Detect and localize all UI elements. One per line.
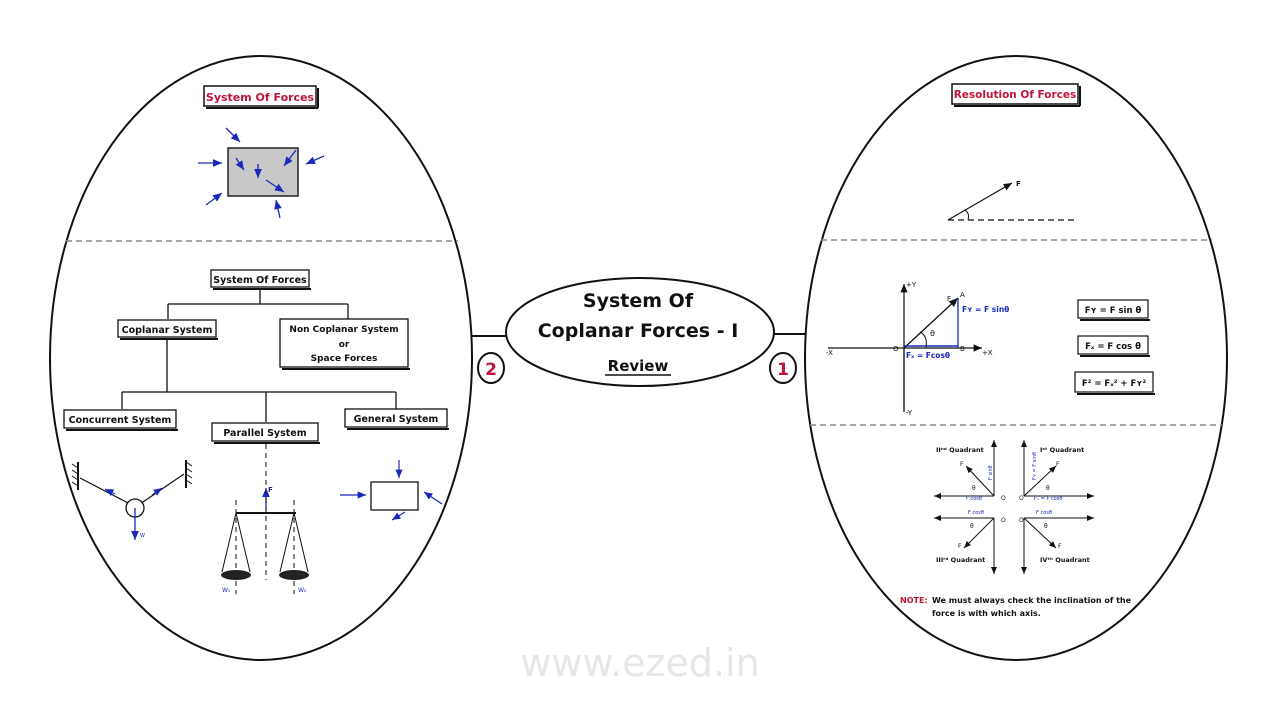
svg-text:General System: General System	[354, 414, 439, 425]
svg-text:+X: +X	[982, 349, 993, 357]
non-coplanar-system-box: Non Coplanar System or Space Forces	[279, 318, 410, 370]
svg-text:Fʏ = F sinθ: Fʏ = F sinθ	[962, 305, 1009, 314]
svg-text:F: F	[958, 543, 962, 550]
svg-text:Fʏ = F sinθ: Fʏ = F sinθ	[1032, 452, 1038, 480]
svg-text:W₁: W₁	[222, 587, 231, 594]
svg-text:W₂: W₂	[298, 587, 307, 594]
force-resolution-axes: +Y -Y +X -X O A B F θ Fʏ = F sinθ Fₓ = F…	[826, 281, 1009, 417]
equation-fy: Fʏ = F sin θ	[1077, 299, 1150, 321]
svg-text:Parallel System: Parallel System	[223, 428, 306, 439]
svg-text:W: W	[140, 533, 145, 539]
balance-figure: F W₁ W₂	[221, 444, 309, 594]
svg-text:Coplanar System: Coplanar System	[122, 325, 213, 336]
svg-text:Concurrent System: Concurrent System	[69, 415, 172, 426]
svg-text:O: O	[1019, 495, 1024, 502]
svg-text:O: O	[1019, 517, 1024, 524]
left-panel: System Of Forces System Of Forces	[49, 55, 473, 661]
svg-text:θ: θ	[1046, 485, 1050, 492]
svg-text:F: F	[947, 295, 951, 303]
equation-fx: Fₓ = F cos θ	[1077, 335, 1150, 357]
inclined-force-figure: F	[947, 180, 1078, 221]
svg-text:NOTE:: NOTE:	[900, 596, 928, 605]
svg-text:Space Forces: Space Forces	[311, 354, 378, 364]
svg-text:F cosθ: F cosθ	[1036, 510, 1052, 516]
concurrent-system-box: Concurrent System	[63, 409, 178, 431]
note: NOTE: We must always check the inclinati…	[900, 596, 1132, 618]
parallel-system-box: Parallel System	[211, 422, 320, 444]
svg-text:Fₓ = F cos θ: Fₓ = F cos θ	[1085, 342, 1141, 352]
svg-text:F² = Fₓ² + Fʏ²: F² = Fₓ² + Fʏ²	[1082, 379, 1147, 389]
svg-text:IIⁿᵈ Quadrant: IIⁿᵈ Quadrant	[936, 446, 984, 454]
svg-text:F cosθ: F cosθ	[966, 496, 982, 502]
concurrent-figure: W	[71, 460, 193, 540]
svg-text:System Of Forces: System Of Forces	[213, 275, 307, 286]
svg-text:F: F	[1056, 461, 1060, 468]
svg-text:1: 1	[777, 360, 789, 380]
badge-1: 1	[769, 352, 797, 384]
svg-text:2: 2	[485, 360, 497, 380]
svg-text:Resolution Of Forces: Resolution Of Forces	[954, 89, 1077, 101]
forces-on-body-figure	[198, 127, 325, 219]
svg-text:System Of Forces: System Of Forces	[206, 91, 315, 104]
svg-text:F: F	[268, 486, 273, 494]
right-panel: Resolution Of Forces F +Y -Y +X -X O A B…	[804, 55, 1228, 661]
badge-2: 2	[477, 352, 505, 384]
central-topic: System Of Coplanar Forces - I Review	[505, 277, 775, 387]
svg-text:Iˢᵗ Quadrant: Iˢᵗ Quadrant	[1040, 446, 1084, 454]
resolution-of-forces-label: Resolution Of Forces	[951, 83, 1081, 107]
svg-text:force is with which axis.: force is with which axis.	[932, 609, 1041, 618]
general-system-box: General System	[344, 408, 449, 430]
svg-text:Fₓ = F cosθ: Fₓ = F cosθ	[1034, 496, 1062, 502]
svg-text:θ: θ	[970, 523, 974, 530]
svg-text:θ: θ	[1044, 523, 1048, 530]
svg-text:O: O	[1001, 517, 1006, 524]
svg-text:-Y: -Y	[906, 409, 913, 417]
svg-text:IVᵗʰ Quadrant: IVᵗʰ Quadrant	[1040, 556, 1090, 564]
svg-text:O: O	[893, 345, 899, 353]
svg-text:F cosθ: F cosθ	[968, 510, 984, 516]
watermark: www.ezed.in	[520, 641, 759, 685]
svg-text:B: B	[960, 345, 965, 353]
svg-text:Fₓ = Fcosθ: Fₓ = Fcosθ	[906, 351, 950, 360]
coplanar-system-box: Coplanar System	[117, 319, 218, 340]
system-of-forces-label: System Of Forces	[203, 85, 319, 109]
svg-text:F: F	[1058, 543, 1062, 550]
svg-text:A: A	[960, 291, 965, 299]
svg-text:F: F	[960, 461, 964, 468]
svg-text:-X: -X	[826, 349, 833, 357]
equation-resultant: F² = Fₓ² + Fʏ²	[1074, 371, 1155, 395]
svg-text:O: O	[1001, 495, 1006, 502]
center-subtitle: Review	[608, 357, 669, 375]
svg-text:F sinθ: F sinθ	[988, 465, 994, 480]
tree-root-box: System Of Forces	[210, 269, 311, 290]
svg-text:We must always check the incli: We must always check the inclination of …	[932, 596, 1132, 605]
svg-text:θ: θ	[972, 485, 976, 492]
svg-text:Non Coplanar System: Non Coplanar System	[289, 325, 398, 335]
svg-text:+Y: +Y	[906, 281, 917, 289]
svg-text:IIIʳᵈ Quadrant: IIIʳᵈ Quadrant	[936, 556, 985, 564]
svg-text:F: F	[1016, 180, 1021, 188]
center-title-line1: System Of	[583, 290, 694, 312]
svg-text:Fʏ = F sin θ: Fʏ = F sin θ	[1085, 306, 1142, 316]
svg-text:θ: θ	[930, 329, 935, 338]
svg-text:or: or	[339, 340, 350, 350]
general-system-figure	[340, 460, 443, 521]
quadrant-diagram: IIⁿᵈ Quadrant F sinθ F cosθ θ F Iˢᵗ Quad…	[934, 440, 1094, 574]
center-title-line2: Coplanar Forces - I	[538, 320, 739, 342]
